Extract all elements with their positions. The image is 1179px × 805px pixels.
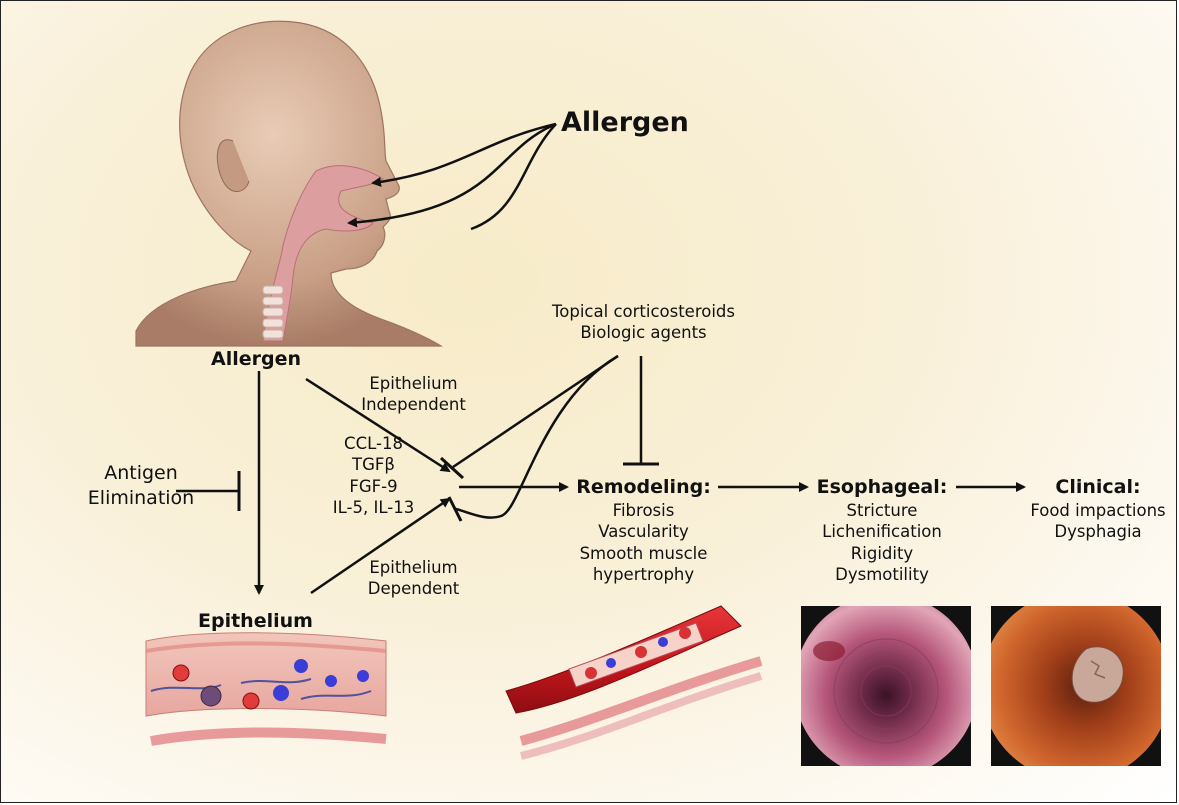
allergen-label: Allergen — [211, 347, 301, 372]
esophageal-title: Esophageal: — [807, 475, 957, 500]
antigen-elimination-label: Antigen Elimination — [81, 461, 201, 510]
remodeling-block: Remodeling: Fibrosis Vascularity Smooth … — [566, 475, 721, 585]
clinical-item: Food impactions — [1023, 500, 1173, 521]
epithelium-independent-label: Epithelium Independent — [356, 373, 471, 416]
epithelium-label: Epithelium — [198, 609, 313, 634]
epithelium-dependent-label: Epithelium Dependent — [356, 557, 471, 600]
esophageal-item: Stricture — [807, 500, 957, 521]
therapy-label: Topical corticosteroids Biologic agents — [536, 301, 751, 344]
esophageal-item: Rigidity — [807, 543, 957, 564]
esophageal-item: Lichenification — [807, 521, 957, 542]
mediators-list: CCL-18 TGFβ FGF-9 IL-5, IL-13 — [321, 433, 426, 519]
head-illustration — [136, 21, 441, 346]
remodeling-item: Smooth muscle — [566, 543, 721, 564]
remodeling-item: Vascularity — [566, 521, 721, 542]
blood-vessel-illustration — [506, 606, 761, 756]
esophageal-item: Dysmotility — [807, 564, 957, 585]
endoscopy-image-clinical — [981, 591, 1171, 781]
remodeling-item: Fibrosis — [566, 500, 721, 521]
clinical-item: Dysphagia — [1023, 521, 1173, 542]
esophageal-block: Esophageal: Stricture Lichenification Ri… — [807, 475, 957, 585]
endoscopy-image-esophageal — [794, 594, 978, 778]
remodeling-item: hypertrophy — [566, 564, 721, 585]
clinical-block: Clinical: Food impactions Dysphagia — [1023, 475, 1173, 543]
remodeling-title: Remodeling: — [566, 475, 721, 500]
epithelium-tissue-illustration — [146, 633, 386, 741]
allergen-source-label: Allergen — [561, 105, 689, 140]
clinical-title: Clinical: — [1023, 475, 1173, 500]
